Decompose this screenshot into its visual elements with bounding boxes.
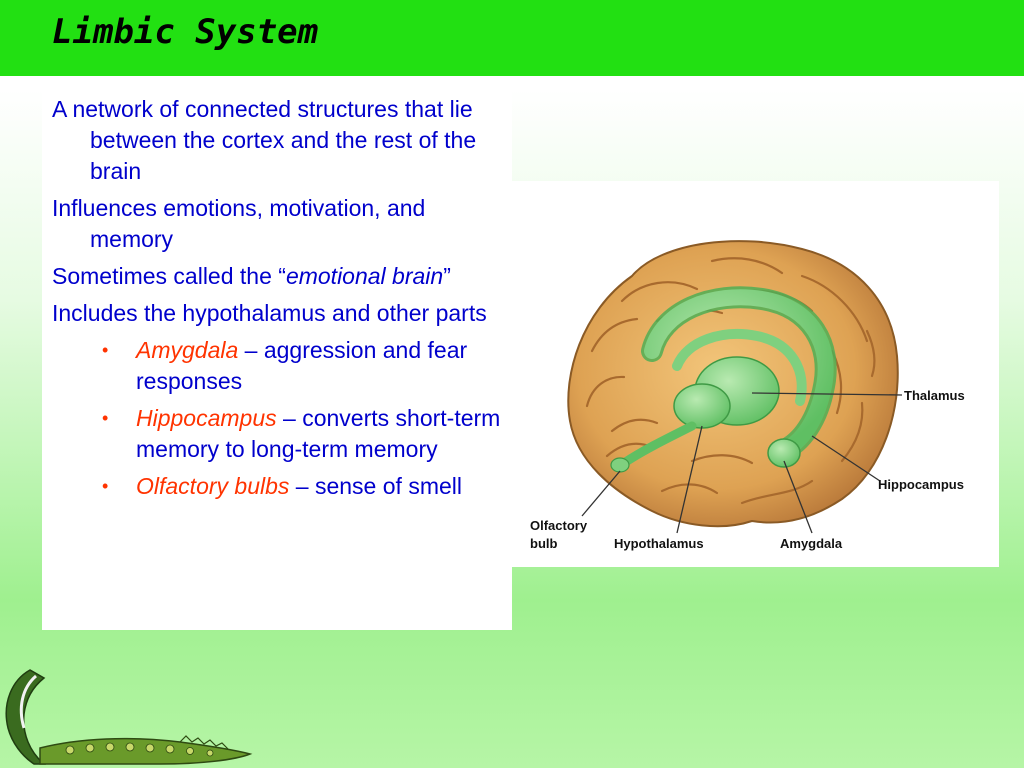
label-olfactory-line2: bulb <box>530 536 557 551</box>
term-olfactory: Olfactory bulbs <box>136 473 290 499</box>
point-emotional-emph: emotional brain <box>285 263 444 289</box>
list-item-olfactory: • Olfactory bulbs – sense of smell <box>52 471 502 502</box>
slide-title: Limbic System <box>52 12 319 52</box>
brain-figure: Thalamus Hippocampus Olfactory bulb Hypo… <box>512 181 999 567</box>
list-item-amygdala: • Amygdala – aggression and fear response… <box>52 335 502 397</box>
label-thalamus: Thalamus <box>904 388 965 403</box>
bullet-icon: • <box>102 476 109 496</box>
parts-list: • Amygdala – aggression and fear response… <box>52 335 502 502</box>
crocodile-icon <box>5 669 253 765</box>
title-bar: Limbic System <box>0 0 1024 76</box>
point-influences: Influences emotions, motivation, and mem… <box>52 195 426 252</box>
leader-lines <box>581 392 903 534</box>
point-emotional-brain: Sometimes called the “emotional brain” <box>52 261 502 292</box>
term-amygdala: Amygdala <box>136 337 239 363</box>
label-hypothalamus: Hypothalamus <box>614 536 704 551</box>
label-hippocampus: Hippocampus <box>878 477 964 492</box>
point-emotional-post: ” <box>443 263 451 289</box>
bullet-icon: • <box>102 340 109 360</box>
list-item-hippocampus: • Hippocampus – converts short-term memor… <box>52 403 502 465</box>
brain-illustration: Thalamus Hippocampus Olfactory bulb Hypo… <box>530 240 965 551</box>
label-olfactory-line1: Olfactory <box>530 518 588 533</box>
limbic-structures <box>610 286 837 473</box>
desc-olfactory: – sense of smell <box>289 473 462 499</box>
point-network: A network of connected structures that l… <box>52 96 477 184</box>
bullet-icon: • <box>102 408 109 428</box>
text-panel: A network of connected structures that l… <box>42 88 512 630</box>
label-amygdala: Amygdala <box>780 536 843 551</box>
point-emotional-pre: Sometimes called the “ <box>52 263 286 289</box>
point-includes: Includes the hypothalamus and other part… <box>52 300 487 326</box>
term-hippocampus: Hippocampus <box>136 405 277 431</box>
desc-hippocampus: – converts short-term memory to long-ter… <box>136 405 501 462</box>
desc-amygdala: – aggression and fear responses <box>136 337 468 394</box>
